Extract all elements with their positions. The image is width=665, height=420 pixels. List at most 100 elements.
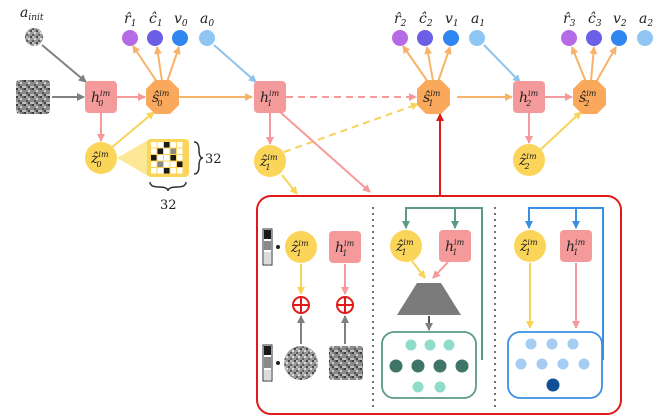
grid-cell bbox=[170, 142, 176, 148]
grid-cell bbox=[151, 142, 157, 148]
panel3-h1 bbox=[560, 230, 592, 262]
grid-cell bbox=[157, 161, 163, 167]
grid-cell bbox=[151, 155, 157, 161]
value-circle-0 bbox=[172, 30, 188, 46]
grid-cell bbox=[170, 148, 176, 154]
plus-icon bbox=[292, 296, 310, 314]
grid-cell bbox=[151, 168, 157, 174]
label-v2: v2 bbox=[613, 11, 627, 29]
reward-circle-1 bbox=[122, 30, 138, 46]
reward-circle-2 bbox=[392, 30, 408, 46]
grid-cell bbox=[170, 161, 176, 167]
label-a1: a1 bbox=[471, 11, 485, 29]
grid-height-label: 32 bbox=[205, 152, 222, 167]
value-circle-2 bbox=[611, 30, 627, 46]
label-r3: r̂3 bbox=[563, 11, 576, 29]
action-circle-0 bbox=[199, 30, 215, 46]
grid-cell bbox=[151, 148, 157, 154]
grid-cell bbox=[177, 148, 183, 154]
panel2-z1 bbox=[390, 230, 422, 262]
categorical-latent-grid: 32 32 bbox=[117, 139, 222, 213]
edge-ainit-h0 bbox=[41, 44, 87, 83]
edge-h1-box bbox=[279, 111, 371, 193]
noise-circle bbox=[284, 346, 318, 380]
edge-a0-h1 bbox=[213, 44, 257, 83]
grid-width-label: 32 bbox=[160, 198, 177, 213]
edge-s1-v1 bbox=[437, 46, 452, 83]
label-r1: r̂1 bbox=[124, 11, 136, 29]
grid-cell bbox=[164, 142, 170, 148]
edge-z1-s1 bbox=[283, 102, 419, 153]
panel1-h1 bbox=[329, 231, 361, 263]
edge-s0-c1 bbox=[154, 46, 163, 82]
edge-s2-v2 bbox=[595, 46, 617, 83]
edge-z2-s2 bbox=[538, 111, 582, 152]
label-r2: r̂2 bbox=[394, 11, 407, 29]
grid-cell bbox=[157, 148, 163, 154]
label-c2: ĉ2 bbox=[419, 11, 433, 29]
label-a2: a2 bbox=[639, 11, 653, 29]
edge-s2-c3 bbox=[589, 46, 598, 82]
grid-cell bbox=[157, 168, 163, 174]
panel2-h1 bbox=[439, 230, 471, 262]
plus-icon bbox=[336, 296, 354, 314]
continue-circle-3 bbox=[586, 30, 602, 46]
continue-circle-2 bbox=[417, 30, 433, 46]
grid-cell bbox=[177, 155, 183, 161]
grid-cell bbox=[177, 168, 183, 174]
edge-s2-r3 bbox=[570, 46, 587, 83]
encoder-network bbox=[397, 283, 461, 315]
value-circle-1 bbox=[443, 30, 459, 46]
grid-cell bbox=[170, 155, 176, 161]
input-image bbox=[16, 80, 50, 114]
panel3-z1 bbox=[514, 230, 546, 262]
edge-s1-r2 bbox=[402, 45, 429, 83]
label-a0: a0 bbox=[200, 11, 214, 29]
noise-square bbox=[329, 346, 363, 380]
continue-circle-1 bbox=[147, 30, 163, 46]
grid-cell bbox=[157, 142, 163, 148]
grid-cell bbox=[164, 155, 170, 161]
label-v0: v0 bbox=[174, 11, 188, 29]
reward-circle-3 bbox=[561, 30, 577, 46]
a-init-noise-circle bbox=[25, 28, 43, 46]
label-a-init: ainit bbox=[20, 5, 44, 23]
grid-cell bbox=[164, 168, 170, 174]
edge-s0-r1 bbox=[132, 45, 158, 83]
grid-cell bbox=[170, 168, 176, 174]
label-c1: ĉ1 bbox=[149, 11, 163, 29]
grid-cell bbox=[177, 161, 183, 167]
panel1-z1 bbox=[285, 231, 317, 263]
edges bbox=[41, 44, 617, 196]
edge-z1-box bbox=[281, 174, 298, 195]
label-v1: v1 bbox=[445, 11, 459, 29]
grid-cell bbox=[164, 148, 170, 154]
grid-cell bbox=[164, 161, 170, 167]
